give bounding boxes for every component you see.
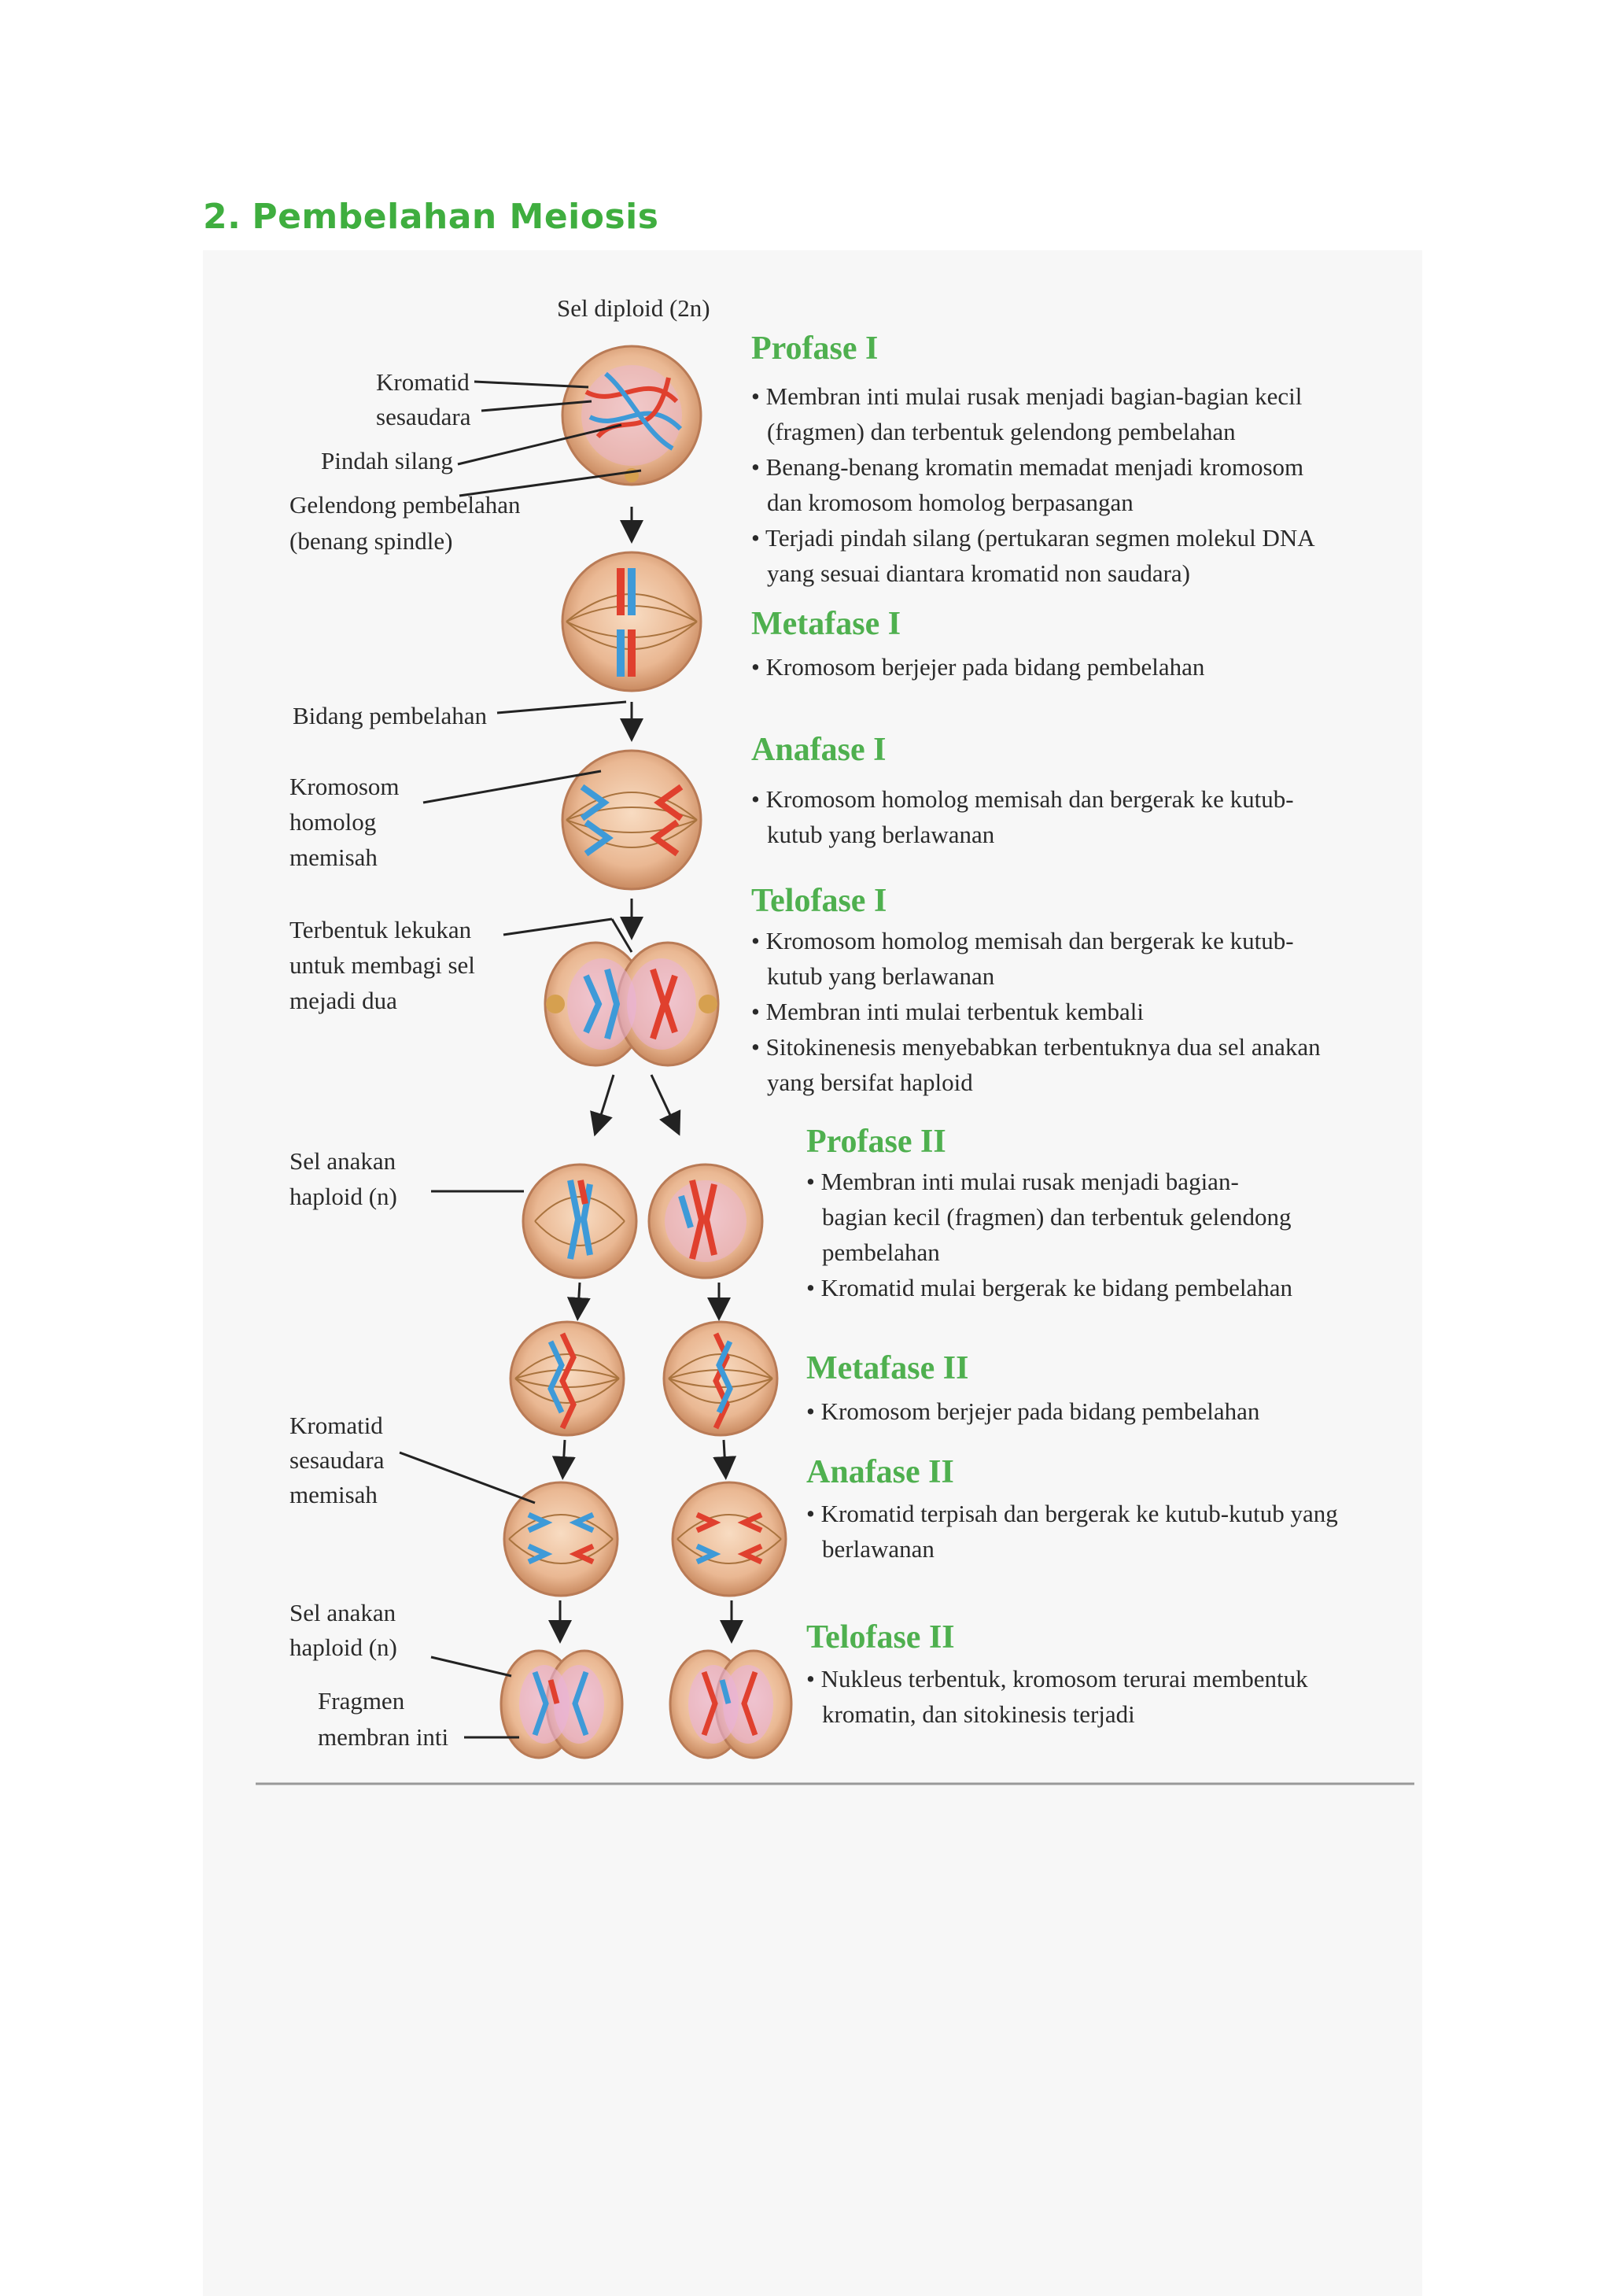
telofase-1-line: yang bersifat haploid xyxy=(767,1069,973,1096)
section-title: Pembelahan Meiosis xyxy=(252,197,659,237)
label-gelendong: Gelendong pembelahan xyxy=(289,491,521,519)
cell-profase-2-right xyxy=(647,1163,764,1279)
cell-metafase-1 xyxy=(561,551,702,692)
section-heading: 2. Pembelahan Meiosis xyxy=(203,197,658,237)
label-fragmen: Fragmen xyxy=(318,1687,405,1715)
telofase-2-line: • Nukleus terbentuk, kromosom terurai me… xyxy=(806,1665,1308,1692)
profase-2-line: pembelahan xyxy=(822,1238,940,1266)
label-terbentuk-lekukan: Terbentuk lekukan xyxy=(289,916,472,943)
label-haploid-2: haploid (n) xyxy=(289,1633,397,1661)
cell-anafase-2-left xyxy=(503,1481,619,1597)
stage-title-anafase-2: Anafase II xyxy=(806,1454,954,1490)
telofase-2-line: kromatin, dan sitokinesis terjadi xyxy=(822,1700,1135,1728)
label-untuk-membagi: untuk membagi sel xyxy=(289,951,475,979)
label-sesaudara: sesaudara xyxy=(376,403,471,430)
section-number: 2. xyxy=(203,197,241,237)
label-pindah-silang: Pindah silang xyxy=(321,447,453,474)
profase-1-line: • Terjadi pindah silang (pertukaran segm… xyxy=(751,524,1315,552)
cell-anafase-2-right xyxy=(671,1481,787,1597)
label-benang-spindle: (benang spindle) xyxy=(289,527,452,555)
label-haploid-1: haploid (n) xyxy=(289,1183,397,1210)
telofase-1-line: kutub yang berlawanan xyxy=(767,962,995,990)
profase-1-line: • Benang-benang kromatin memadat menjadi… xyxy=(751,453,1303,481)
stage-title-telofase-2: Telofase II xyxy=(806,1619,955,1656)
profase-1-line: • Membran inti mulai rusak menjadi bagia… xyxy=(751,382,1302,410)
cell-metafase-2-right xyxy=(662,1320,779,1437)
cell-telofase-1 xyxy=(544,941,720,1067)
profase-2-line: • Membran inti mulai rusak menjadi bagia… xyxy=(806,1168,1239,1195)
stage-title-profase-2: Profase II xyxy=(806,1124,946,1160)
cell-telofase-2-left xyxy=(500,1649,624,1759)
stage-title-telofase-1: Telofase I xyxy=(751,883,887,919)
profase-1-line: dan kromosom homolog berpasangan xyxy=(767,489,1134,516)
flow-arrows xyxy=(548,507,743,1644)
anafase-2-line: berlawanan xyxy=(822,1535,935,1563)
profase-2-line: • Kromatid mulai bergerak ke bidang pemb… xyxy=(806,1274,1293,1301)
label-homolog: homolog xyxy=(289,808,376,836)
label-sesaudara-2: sesaudara xyxy=(289,1446,385,1474)
label-memisah-2: memisah xyxy=(289,1481,378,1508)
cell-metafase-2-left xyxy=(509,1320,625,1437)
label-sel-anakan-1: Sel anakan xyxy=(289,1147,396,1175)
cell-anafase-1 xyxy=(561,749,702,891)
telofase-1-line: • Kromosom homolog memisah dan bergerak … xyxy=(751,927,1294,954)
label-kromosom: Kromosom xyxy=(289,773,400,800)
figure-background xyxy=(203,250,1422,2296)
cell-telofase-2-right xyxy=(669,1649,793,1759)
anafase-2-line: • Kromatid terpisah dan bergerak ke kutu… xyxy=(806,1500,1338,1527)
leader-lines xyxy=(399,380,642,1739)
profase-1-line: yang sesuai diantara kromatid non saudar… xyxy=(767,559,1190,587)
cell-profase-2-left xyxy=(522,1163,638,1279)
telofase-1-line: • Membran inti mulai terbentuk kembali xyxy=(751,998,1144,1025)
cell-profase-1 xyxy=(561,345,702,486)
label-kromatid-2: Kromatid xyxy=(289,1412,383,1439)
stage-title-metafase-2: Metafase II xyxy=(806,1350,968,1386)
stage-title-anafase-1: Anafase I xyxy=(751,732,887,768)
anafase-1-line: • Kromosom homolog memisah dan bergerak … xyxy=(751,785,1294,813)
label-membran-inti: membran inti xyxy=(318,1723,449,1751)
label-memisah: memisah xyxy=(289,843,378,871)
stage-title-metafase-1: Metafase I xyxy=(751,606,901,642)
label-bidang-pembelahan: Bidang pembelahan xyxy=(293,702,488,729)
anafase-1-line: kutub yang berlawanan xyxy=(767,821,995,848)
label-sel-diploid: Sel diploid (2n) xyxy=(557,294,710,322)
profase-2-line: bagian kecil (fragmen) dan terbentuk gel… xyxy=(822,1203,1292,1231)
label-sel-anakan-2: Sel anakan xyxy=(289,1599,396,1626)
label-mejadi-dua: mejadi dua xyxy=(289,987,397,1014)
stage-title-profase-1: Profase I xyxy=(751,330,878,367)
metafase-1-line: • Kromosom berjejer pada bidang pembelah… xyxy=(751,653,1205,681)
metafase-2-line: • Kromosom berjejer pada bidang pembelah… xyxy=(806,1397,1260,1425)
profase-1-line: (fragmen) dan terbentuk gelendong pembel… xyxy=(767,418,1236,445)
label-kromatid: Kromatid xyxy=(376,368,470,396)
telofase-1-line: • Sitokinenesis menyebabkan terbentuknya… xyxy=(751,1033,1321,1061)
